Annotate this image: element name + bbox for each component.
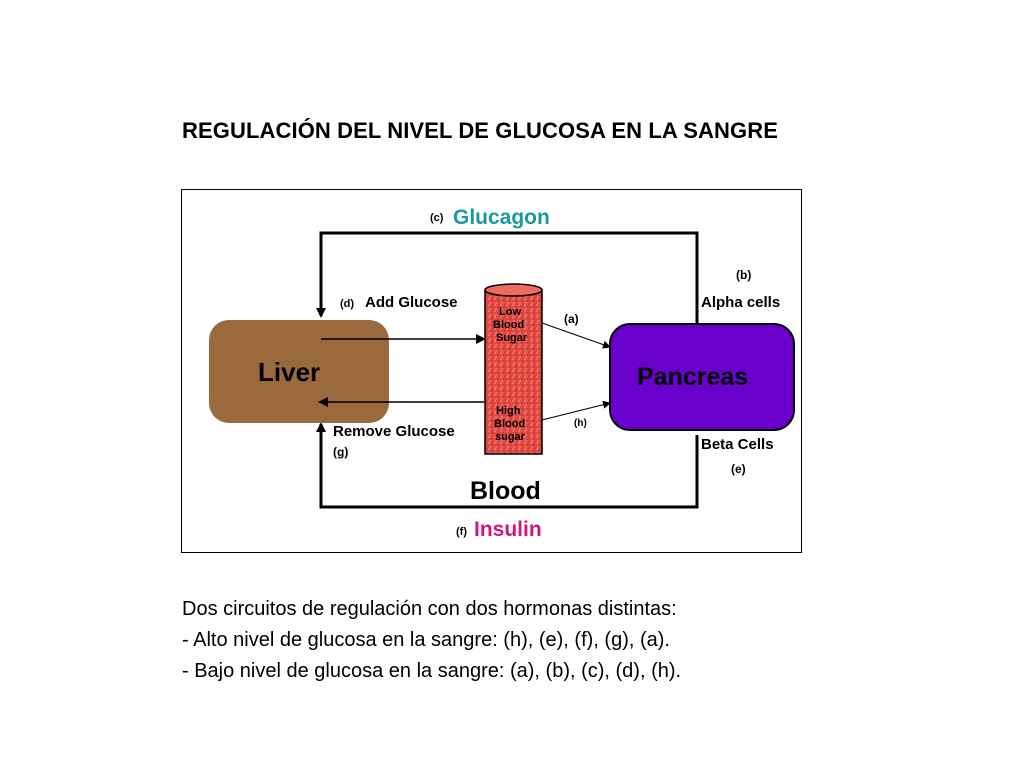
remove-glucose-tag: (g) (333, 445, 348, 459)
blood-label: Blood (470, 477, 541, 505)
glucagon-tag: (c) (430, 212, 444, 224)
high-blood-sugar-line-3: sugar (495, 431, 526, 443)
slide-title: REGULACIÓN DEL NIVEL DE GLUCOSA EN LA SA… (182, 118, 779, 143)
insulin-tag: (f) (456, 526, 467, 538)
alpha-cells-label: Alpha cells (701, 294, 780, 311)
liver-box (209, 320, 389, 423)
low-blood-sugar-line-3: Sugar (496, 332, 528, 344)
pancreas-box (609, 323, 795, 431)
glucagon-label: Glucagon (453, 206, 550, 229)
add-glucose-tag: (d) (340, 298, 354, 310)
blood-tube (484, 289, 543, 455)
high-blood-sugar-line-2: Blood (494, 418, 525, 430)
beta-cells-tag: (e) (731, 462, 746, 476)
low-blood-sugar-line-2: Blood (493, 319, 524, 331)
insulin-label: Insulin (474, 518, 542, 541)
add-glucose-label: Add Glucose (365, 294, 458, 311)
high-blood-sugar-line-1: High (496, 405, 521, 417)
alpha-cells-tag: (b) (736, 268, 751, 282)
remove-glucose-label: Remove Glucose (333, 423, 455, 440)
arrow-h-tag: (h) (574, 418, 587, 429)
liver-label: Liver (258, 357, 320, 387)
pancreas-label: Pancreas (637, 363, 748, 391)
arrow-h (541, 400, 611, 421)
beta-cells-label: Beta Cells (701, 436, 774, 453)
caption-line-1: Dos circuitos de regulación con dos horm… (182, 598, 677, 620)
caption: Dos circuitos de regulación con dos horm… (182, 594, 681, 687)
caption-line-2: - Alto nivel de glucosa en la sangre: (h… (182, 629, 670, 651)
low-blood-sugar-line-1: Low (499, 306, 521, 318)
diagram-canvas: Liver Pancreas Low Blood Sugar High Bloo… (209, 206, 795, 541)
caption-line-3: - Bajo nivel de glucosa en la sangre: (a… (182, 660, 682, 682)
arrow-a (541, 322, 611, 349)
glucose-regulation-diagram: Liver Pancreas Low Blood Sugar High Bloo… (181, 189, 802, 553)
blood-tube-top (484, 283, 543, 297)
insulin-loop-line (316, 422, 699, 509)
arrow-a-tag: (a) (564, 312, 579, 326)
